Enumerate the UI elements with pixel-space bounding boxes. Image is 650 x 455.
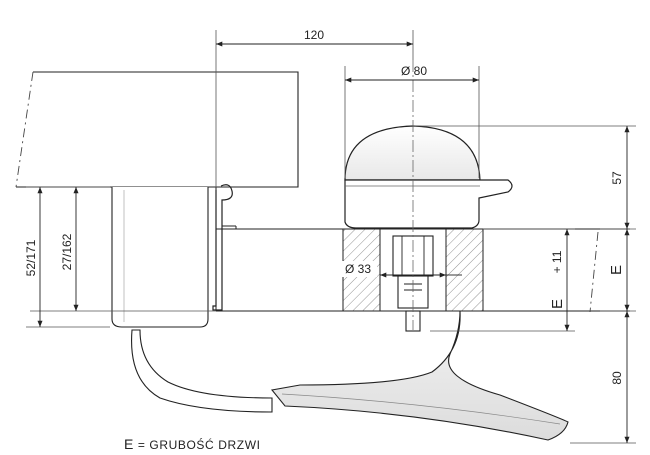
cylinder-body [111, 187, 209, 328]
dimension-diameter-33: Ø 33 [339, 261, 462, 278]
dimension-57-label: 57 [610, 171, 624, 185]
lever-handle-right [270, 310, 569, 441]
legend-caption: E = GRUBOŚĆ DRZWI [124, 436, 261, 452]
dimension-door-inner: E + 11 [430, 228, 575, 332]
latch-profile [212, 184, 237, 311]
knob-dome [344, 125, 513, 229]
dimension-80-label: 80 [610, 371, 624, 385]
dimension-e-right-label: E [608, 265, 625, 275]
dimension-diameter-80: Ø 80 [344, 64, 480, 178]
dimension-diameter-33-label: Ø 33 [345, 262, 371, 276]
dimension-120: 120 [215, 28, 414, 190]
lever-handle-left [131, 329, 273, 413]
dimension-column-left: 52/171 27/162 [24, 186, 216, 328]
dimension-52-171-label: 52/171 [24, 239, 38, 276]
dimension-e-inner-label: E [549, 299, 566, 309]
legend-symbol: E [124, 436, 134, 452]
dimension-diameter-80-label: Ø 80 [401, 64, 427, 78]
legend-text: = GRUBOŚĆ DRZWI [137, 438, 261, 452]
dimension-27-162-label: 27/162 [60, 233, 74, 270]
dimension-column-right: 57 E 80 [413, 125, 636, 444]
dimension-plus-11-label: + 11 [550, 250, 564, 273]
dimension-120-label: 120 [304, 28, 324, 42]
frame-block [15, 71, 299, 188]
